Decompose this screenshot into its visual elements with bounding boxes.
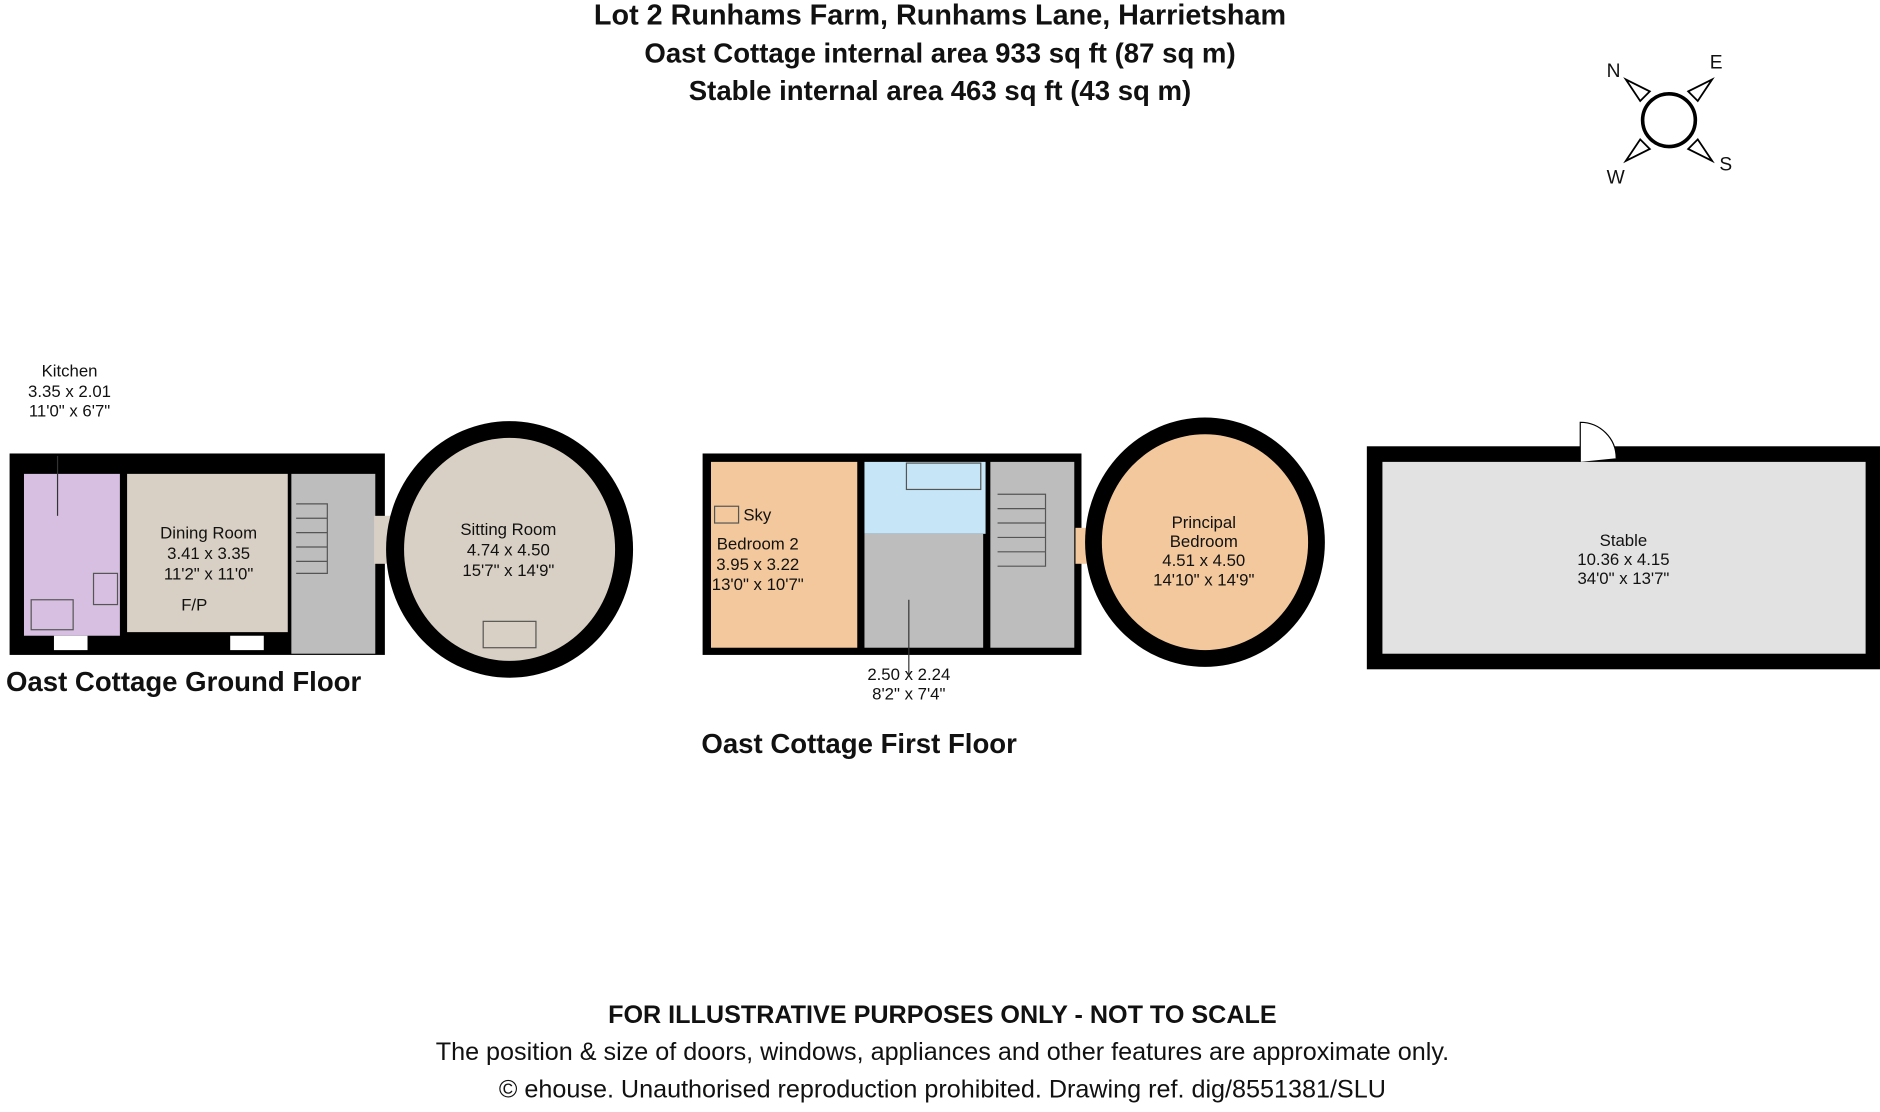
sitting-metric: 4.74 x 4.50 (467, 540, 550, 559)
kitchen-metric: 3.35 x 2.01 (28, 382, 111, 401)
fireplace-label: F/P (181, 596, 207, 615)
first-floor-title: Oast Cottage First Floor (701, 728, 1017, 759)
sitting-room-area (404, 437, 616, 661)
dining-metric: 3.41 x 3.35 (167, 544, 250, 563)
sky-label: Sky (743, 506, 772, 525)
principal-name-1: Principal (1172, 513, 1236, 532)
dining-imperial: 11'2" x 11'0" (164, 564, 254, 583)
cottage-area: Oast Cottage internal area 933 sq ft (87… (644, 38, 1235, 69)
compass-n: N (1607, 61, 1621, 82)
bedroom2-metric: 3.95 x 3.22 (716, 555, 799, 574)
stable-imperial: 34'0" x 13'7" (1577, 569, 1669, 588)
kitchen-area (23, 473, 120, 636)
stable-area-fill (1382, 461, 1866, 654)
bedroom2-name: Bedroom 2 (717, 534, 799, 553)
copyright: © ehouse. Unauthorised reproduction proh… (499, 1075, 1386, 1103)
kitchen-imperial: 11'0" x 6'7" (29, 401, 110, 420)
stable-name: Stable (1600, 531, 1648, 550)
plan-title: Lot 2 Runhams Farm, Runhams Lane, Harrie… (594, 0, 1286, 31)
bedroom2-imperial: 13'0" x 10'7" (712, 575, 804, 594)
hall-area (291, 473, 376, 654)
compass-icon: N E S W (1607, 53, 1733, 189)
compass-s: S (1719, 155, 1732, 176)
compass-e: E (1710, 53, 1723, 74)
stable-area: Stable internal area 463 sq ft (43 sq m) (689, 75, 1191, 106)
dining-room-area (127, 473, 288, 633)
principal-metric: 4.51 x 4.50 (1162, 551, 1245, 570)
kitchen-name: Kitchen (42, 362, 98, 381)
principal-bedroom-area (1101, 434, 1309, 651)
bathroom-area (864, 461, 986, 534)
stair-hall-area (990, 461, 1075, 648)
bedroom-2-area (710, 461, 858, 648)
ground-floor-title: Oast Cottage Ground Floor (6, 666, 362, 697)
sitting-name: Sitting Room (460, 520, 556, 539)
landing-metric: 2.50 x 2.24 (867, 665, 950, 684)
stable-metric: 10.36 x 4.15 (1577, 550, 1669, 569)
ground-floor-plan: Kitchen 3.35 x 2.01 11'0" x 6'7" Dining … (6, 362, 634, 697)
disclaimer: FOR ILLUSTRATIVE PURPOSES ONLY - NOT TO … (608, 1001, 1277, 1029)
sitting-imperial: 15'7" x 14'9" (462, 561, 554, 580)
dining-name: Dining Room (160, 524, 257, 543)
first-floor-plan: Sky Bedroom 2 3.95 x 3.22 13'0" x 10'7" … (701, 417, 1325, 759)
principal-imperial: 14'10" x 14'9" (1153, 570, 1254, 589)
compass-w: W (1607, 168, 1626, 189)
stable-plan: Stable 10.36 x 4.15 34'0" x 13'7" (1366, 421, 1880, 670)
footer-note: The position & size of doors, windows, a… (436, 1038, 1449, 1066)
landing-area (864, 533, 984, 648)
principal-name-2: Bedroom (1170, 532, 1238, 551)
landing-imperial: 8'2" x 7'4" (872, 684, 945, 703)
